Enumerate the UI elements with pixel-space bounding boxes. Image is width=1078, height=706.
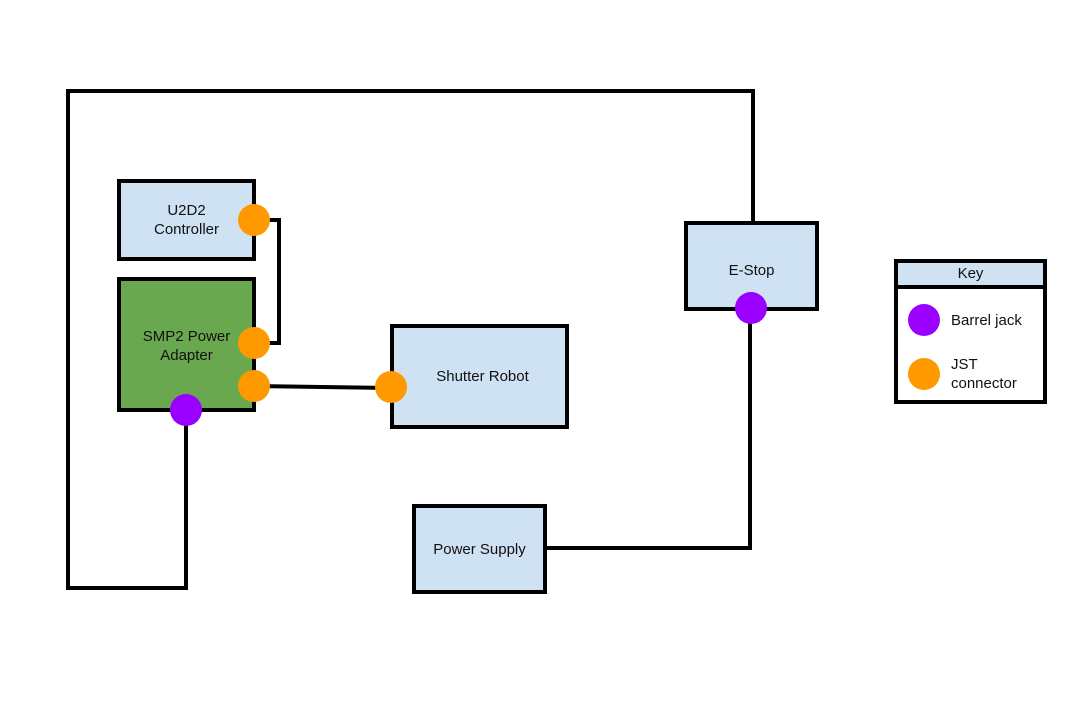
shutter-robot-box: Shutter Robot xyxy=(390,324,569,429)
wire-estop-to-power-supply xyxy=(545,308,752,550)
jst-connector-smp2-lower xyxy=(238,370,270,402)
legend-item-jst-connector: JST connector xyxy=(908,355,1017,393)
barrel-jack-smp2 xyxy=(170,394,202,426)
wire-smp2-to-shutter xyxy=(253,384,393,390)
legend: Key Barrel jack JST connector xyxy=(894,259,1047,404)
jst-connector-shutter-robot xyxy=(375,371,407,403)
jst-connector-smp2-upper xyxy=(238,327,270,359)
u2d2-label-line2: Controller xyxy=(153,221,220,238)
wire-u2d2-to-smp2 xyxy=(254,218,281,345)
barrel-jack-estop xyxy=(735,292,767,324)
wire-smp2-to-estop xyxy=(66,89,755,590)
power-supply-box: Power Supply xyxy=(412,504,547,594)
u2d2-label-line1: U2D2 xyxy=(167,202,206,219)
shutter-robot-label: Shutter Robot xyxy=(436,368,529,385)
legend-item-barrel-jack: Barrel jack xyxy=(908,304,1022,336)
legend-label-jst-line2: connector xyxy=(951,375,1017,392)
legend-label-barrel-jack: Barrel jack xyxy=(951,311,1022,329)
jst-connector-u2d2 xyxy=(238,204,270,236)
legend-label-jst: JST connector xyxy=(951,355,1017,393)
smp2-label-line1: SMP2 Power xyxy=(142,328,231,345)
power-supply-label: Power Supply xyxy=(433,540,526,558)
smp2-power-adapter-box: SMP2 Power Adapter xyxy=(117,277,256,412)
barrel-jack-swatch xyxy=(908,304,940,336)
u2d2-controller-box: U2D2 Controller xyxy=(117,179,256,261)
jst-connector-swatch xyxy=(908,358,940,390)
legend-title: Key xyxy=(898,263,1043,289)
estop-label: E-Stop xyxy=(728,262,775,279)
smp2-label-line2: Adapter xyxy=(160,347,213,364)
legend-label-jst-line1: JST xyxy=(951,356,978,373)
